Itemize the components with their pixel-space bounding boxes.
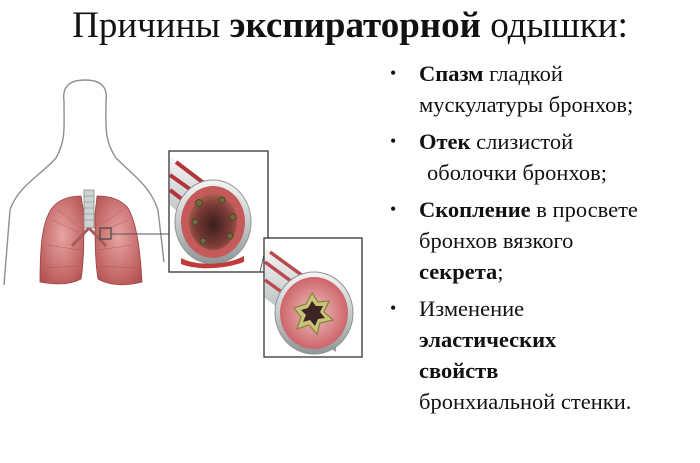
title-bold: экспираторной bbox=[229, 5, 481, 46]
item-bold: Спазм bbox=[419, 61, 484, 86]
zoom-marker bbox=[99, 227, 112, 240]
item-text: гладкой bbox=[483, 61, 563, 86]
causes-list: • Спазм гладкой мускулатуры бронхов; • О… bbox=[386, 58, 698, 423]
item-bold: свойств bbox=[419, 358, 499, 383]
bronchi-illustration bbox=[3, 79, 363, 358]
list-item: • Скопление в просвете бронхов вязкого с… bbox=[386, 194, 698, 287]
item-text: слизистой bbox=[470, 129, 574, 154]
title-suffix: одышки: bbox=[480, 5, 628, 46]
bronchus-spasm-inset bbox=[168, 150, 269, 273]
item-line: Изменение bbox=[419, 296, 525, 321]
lungs bbox=[39, 195, 143, 286]
bullet-dot: • bbox=[390, 63, 397, 83]
list-item: • Отек слизистой оболочки бронхов; bbox=[386, 126, 698, 188]
item-bold: эластических bbox=[419, 327, 557, 352]
item-bold: Скопление bbox=[419, 197, 531, 222]
item-line: оболочки бронхов; bbox=[427, 160, 607, 185]
item-line: Спазм гладкой bbox=[419, 58, 698, 89]
list-item: • Изменение эластических свойств бронхиа… bbox=[386, 293, 698, 417]
list-item: • Спазм гладкой мускулатуры бронхов; bbox=[386, 58, 698, 120]
trachea bbox=[70, 189, 108, 248]
bronchus-edema-inset bbox=[263, 237, 363, 358]
item-line: Скопление в просвете bbox=[419, 194, 698, 225]
item-line: мускулатуры бронхов; bbox=[419, 92, 634, 117]
item-line: Отек слизистой bbox=[419, 126, 698, 157]
item-text: в просвете bbox=[530, 197, 638, 222]
title-prefix: Причины bbox=[72, 5, 230, 46]
torso-outline bbox=[3, 79, 165, 286]
item-text: ; bbox=[497, 259, 504, 284]
bullet-dot: • bbox=[390, 199, 397, 219]
item-bold: Отек bbox=[419, 129, 471, 154]
item-line: бронхов вязкого bbox=[419, 228, 574, 253]
bullet-dot: • bbox=[390, 131, 397, 151]
bullet-dot: • bbox=[390, 298, 397, 318]
item-line: секрета; bbox=[419, 256, 698, 287]
item-bold: секрета bbox=[419, 259, 498, 284]
page-title: Причины экспираторной одышки: bbox=[0, 4, 700, 48]
item-line: бронхиальной стенки. bbox=[419, 389, 632, 414]
